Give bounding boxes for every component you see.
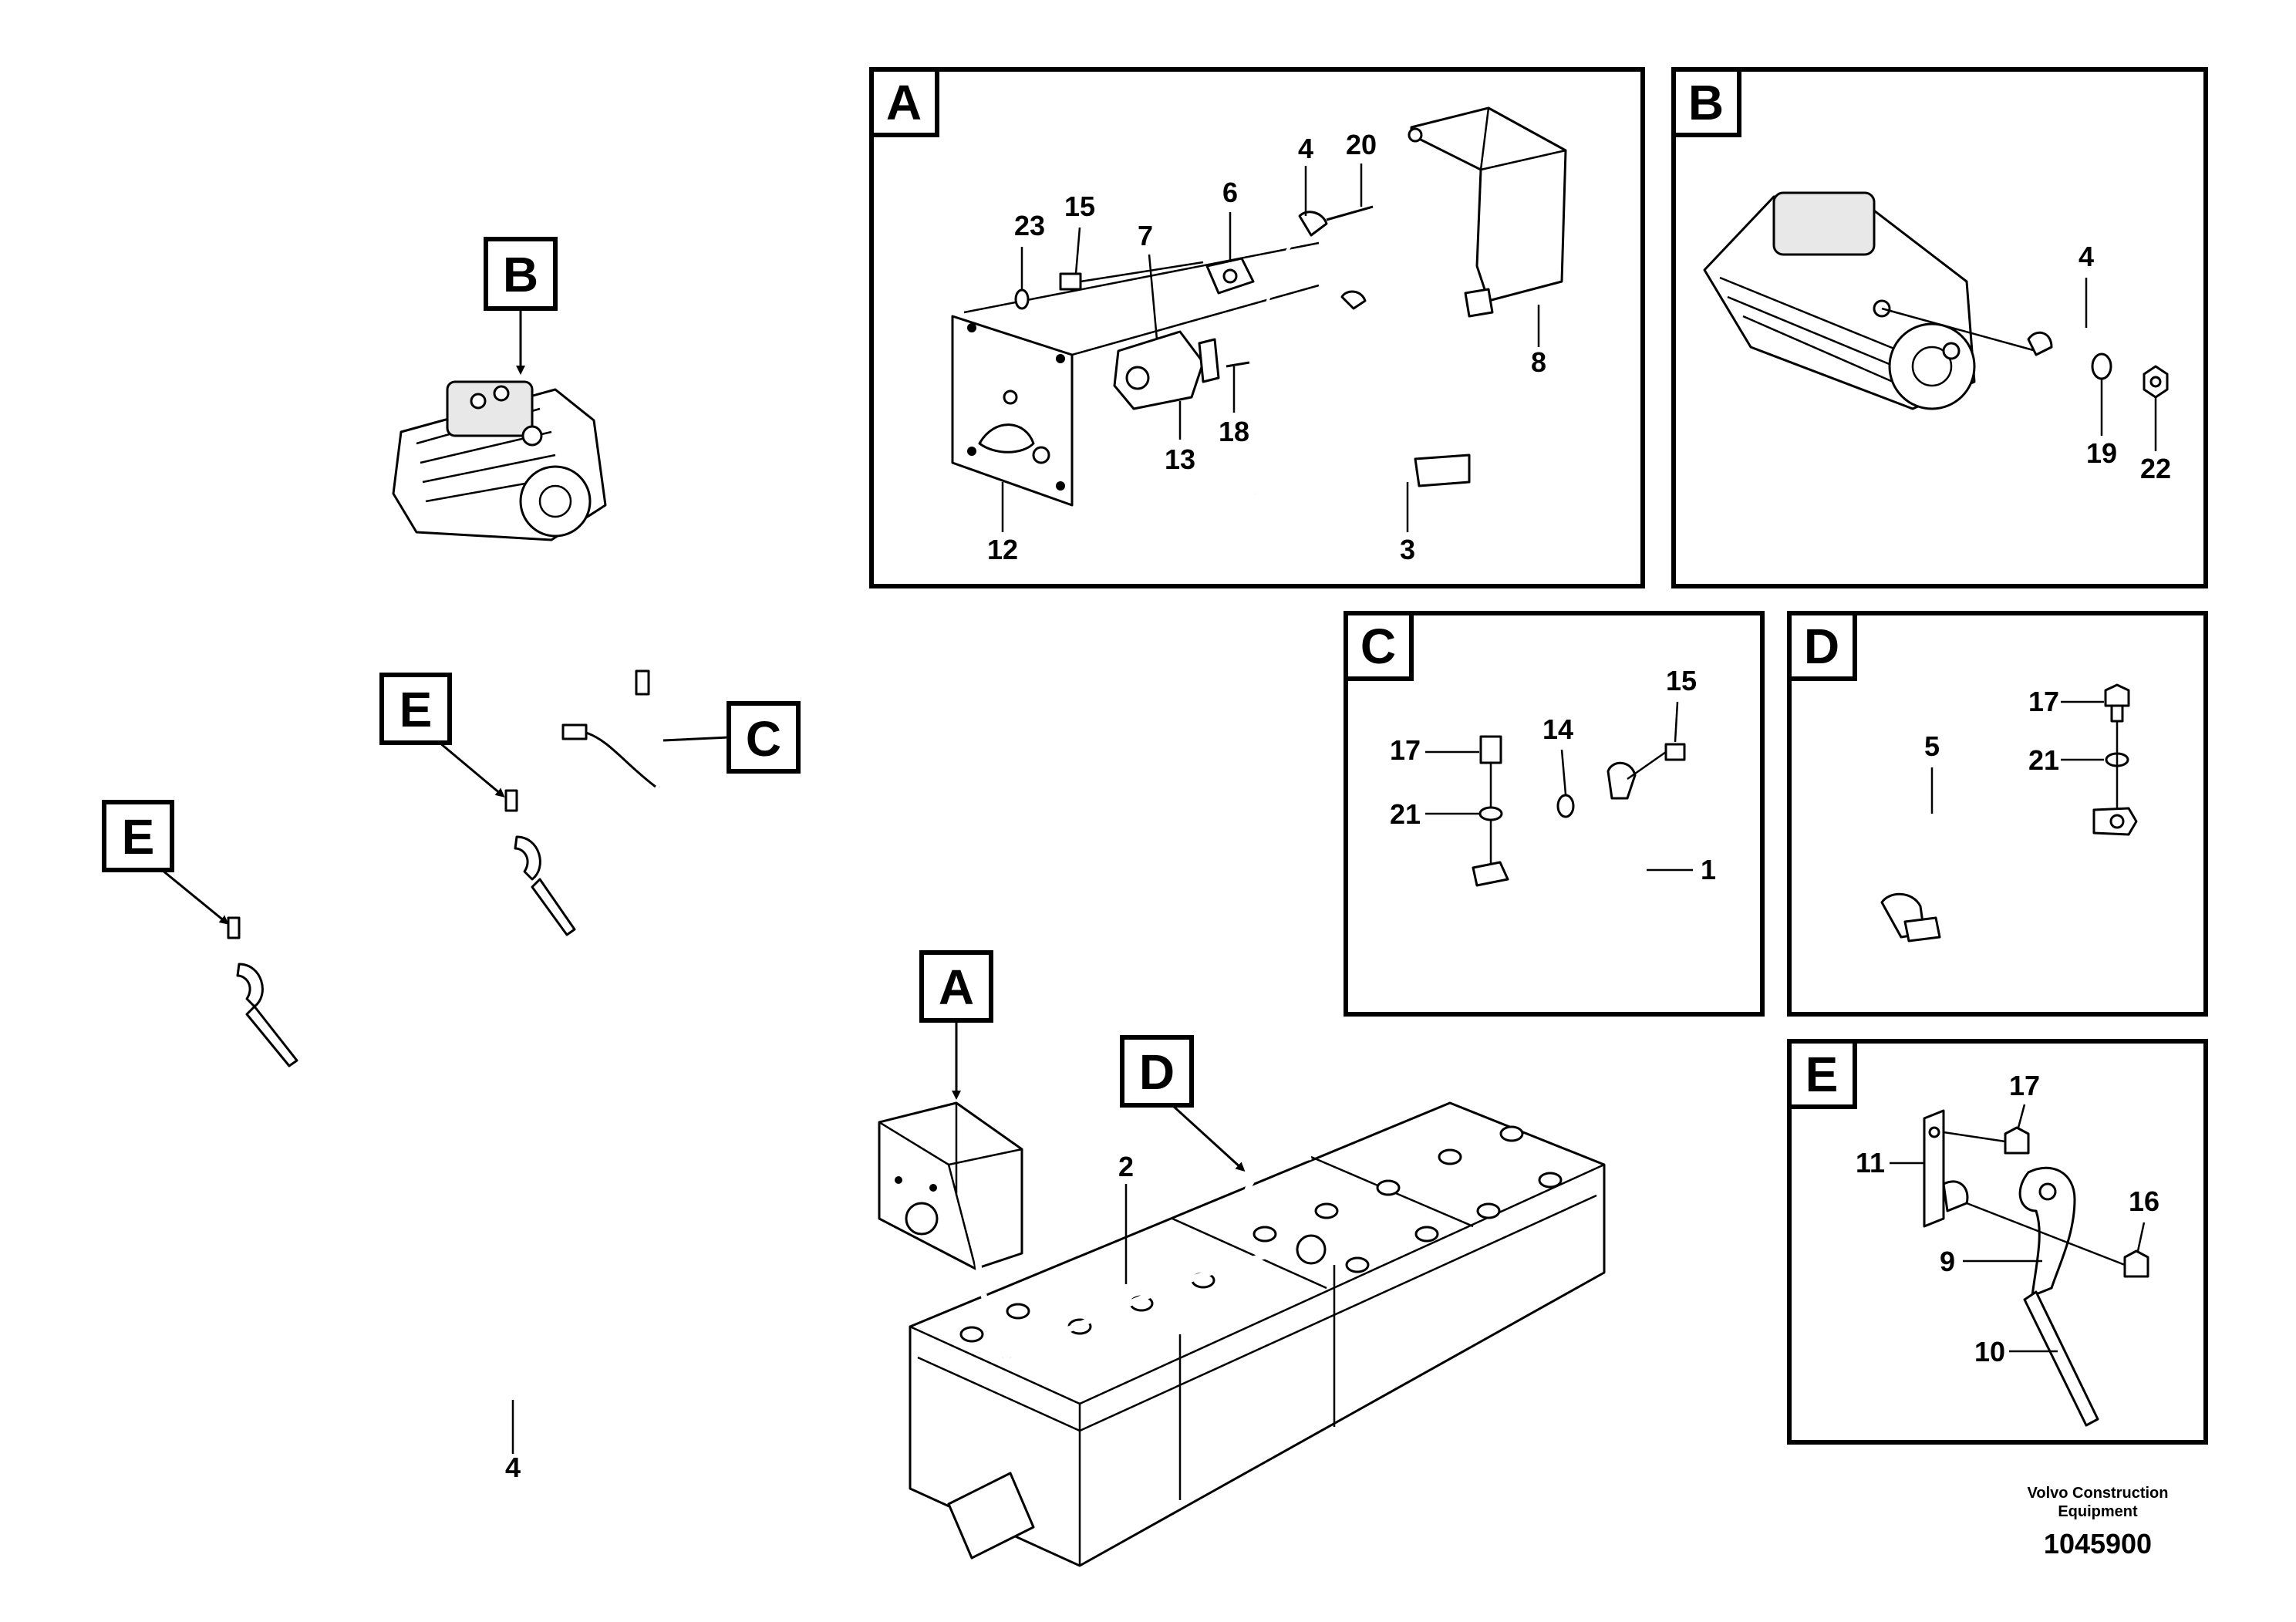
cable-2 bbox=[973, 1237, 1296, 1361]
part-number-label: 7 bbox=[1138, 220, 1153, 251]
part-number-label: 6 bbox=[1222, 177, 1238, 208]
bolt-15-panel-a bbox=[1059, 261, 1204, 291]
company-name-line2: Equipment bbox=[2058, 1503, 2138, 1520]
part-number-label: D bbox=[1139, 1044, 1175, 1100]
part-number-label: 17 bbox=[1390, 734, 1421, 766]
callout-b-overview: B bbox=[484, 237, 558, 375]
part-number-label: A bbox=[939, 959, 974, 1015]
clamp-e-left bbox=[227, 916, 298, 1067]
solenoid-7 bbox=[1113, 330, 1220, 410]
part-number-label: 17 bbox=[2028, 686, 2059, 717]
footer: Volvo Construction Equipment 1045900 bbox=[2028, 1485, 2169, 1560]
washer-14-panel-c bbox=[1556, 794, 1575, 818]
part-number-label: 9 bbox=[1940, 1246, 1955, 1277]
washer-23-panel-a bbox=[1014, 288, 1030, 310]
clamp-9-panel-e bbox=[2018, 1166, 2076, 1297]
part-number-label: A bbox=[886, 75, 922, 130]
cable-1-panel-c bbox=[1472, 761, 1642, 922]
washer-21-panel-d bbox=[2105, 721, 2129, 810]
panel-a: A bbox=[869, 67, 1645, 588]
mounting-plate-12 bbox=[951, 241, 1320, 507]
part-number-label: C bbox=[746, 711, 781, 767]
panel-d: D 17 5 21 bbox=[1787, 611, 2208, 1017]
bracket-6 bbox=[1205, 257, 1255, 295]
clamp-e-upper bbox=[504, 789, 576, 936]
panel-c: C 15 14 17 21 1 bbox=[1344, 611, 1765, 1017]
part-number-label: 12 bbox=[987, 534, 1018, 565]
part-number-label: 3 bbox=[1400, 534, 1415, 565]
part-number-label: 4 bbox=[2079, 241, 2094, 272]
battery-cable-4 bbox=[77, 412, 963, 1480]
solenoid-box bbox=[878, 1101, 1023, 1270]
label-2-overview: 2 bbox=[1118, 1151, 1134, 1284]
bolt-16-panel-e bbox=[1966, 1202, 2149, 1278]
part-number-label: D bbox=[1804, 619, 1839, 674]
callout-e-overview-left: E bbox=[102, 800, 229, 925]
part-number-label: 1 bbox=[1701, 854, 1716, 885]
cable-c bbox=[561, 669, 661, 788]
part-number-label: 22 bbox=[2140, 453, 2171, 484]
part-number-label: E bbox=[122, 809, 155, 865]
part-number-label: 14 bbox=[1542, 713, 1573, 745]
part-number-label: 23 bbox=[1014, 210, 1045, 241]
washer-21-panel-c bbox=[1478, 806, 1503, 821]
screw-20-panel-a bbox=[1326, 205, 1374, 221]
part-number-label: 19 bbox=[2086, 437, 2117, 469]
part-number-label: 10 bbox=[1974, 1336, 2005, 1367]
part-number-label: 21 bbox=[1390, 798, 1421, 830]
bracket-11-panel-e bbox=[1923, 1109, 1969, 1228]
part-number-label: 4 bbox=[1298, 133, 1313, 164]
part-number-label: 4 bbox=[505, 1452, 521, 1483]
strap-10-panel-e bbox=[2023, 1290, 2099, 1427]
part-number-label: 20 bbox=[1346, 129, 1377, 160]
cable-3-panel-a bbox=[1340, 290, 1471, 487]
part-number-label: C bbox=[1360, 619, 1396, 674]
part-number-label: 21 bbox=[2028, 744, 2059, 776]
bolt-17-panel-c bbox=[1479, 735, 1502, 864]
cable-4-panel-b bbox=[2027, 322, 2114, 356]
part-number-label: 5 bbox=[1924, 730, 1940, 762]
callout-e-overview-upper: E bbox=[379, 673, 505, 798]
part-number-label: 2 bbox=[1118, 1151, 1134, 1182]
panel-e: E 17 11 16 9 10 bbox=[1787, 1039, 2208, 1445]
callout-d-overview: D bbox=[1120, 1035, 1246, 1172]
cable-5-panel-d bbox=[1880, 807, 2138, 943]
part-number-label: 15 bbox=[1064, 191, 1095, 222]
company-name-line1: Volvo Construction bbox=[2028, 1485, 2169, 1502]
part-number-label: B bbox=[1688, 75, 1724, 130]
bolt-15-panel-c bbox=[1627, 743, 1686, 781]
nut-22-panel-b bbox=[2143, 365, 2169, 399]
callout-c-overview: C bbox=[663, 701, 801, 774]
screw-18-panel-a bbox=[1226, 361, 1250, 368]
overview-drawing: B E E C A D 4 bbox=[77, 237, 1606, 1567]
panel-b: B 4 19 22 bbox=[1671, 67, 2208, 588]
cable-4-panel-a bbox=[1252, 211, 1328, 494]
part-number-label: 16 bbox=[2129, 1185, 2159, 1217]
part-number-label: E bbox=[1805, 1047, 1839, 1102]
washer-19-panel-b bbox=[2091, 352, 2112, 380]
part-number-label: B bbox=[503, 247, 538, 302]
bolt-17-panel-d bbox=[2104, 683, 2130, 723]
cover-8 bbox=[1408, 106, 1567, 318]
part-number-label: 13 bbox=[1165, 443, 1195, 475]
part-number-label: 8 bbox=[1531, 346, 1546, 378]
part-number-label: 15 bbox=[1666, 665, 1697, 696]
part-number-label: 18 bbox=[1219, 416, 1249, 447]
cable-d bbox=[1243, 1154, 1327, 1265]
part-number-label: 11 bbox=[1856, 1147, 1885, 1179]
bolt-17-panel-e bbox=[1943, 1126, 2030, 1155]
starter-motor-detail bbox=[1703, 191, 2037, 410]
part-number-label: E bbox=[400, 682, 433, 737]
callout-a-overview: A bbox=[919, 950, 993, 1100]
starter-motor bbox=[392, 380, 607, 541]
drawing-number: 1045900 bbox=[2044, 1528, 2152, 1560]
part-number-label: 17 bbox=[2009, 1070, 2040, 1101]
label-4-overview: 4 bbox=[505, 1400, 521, 1483]
